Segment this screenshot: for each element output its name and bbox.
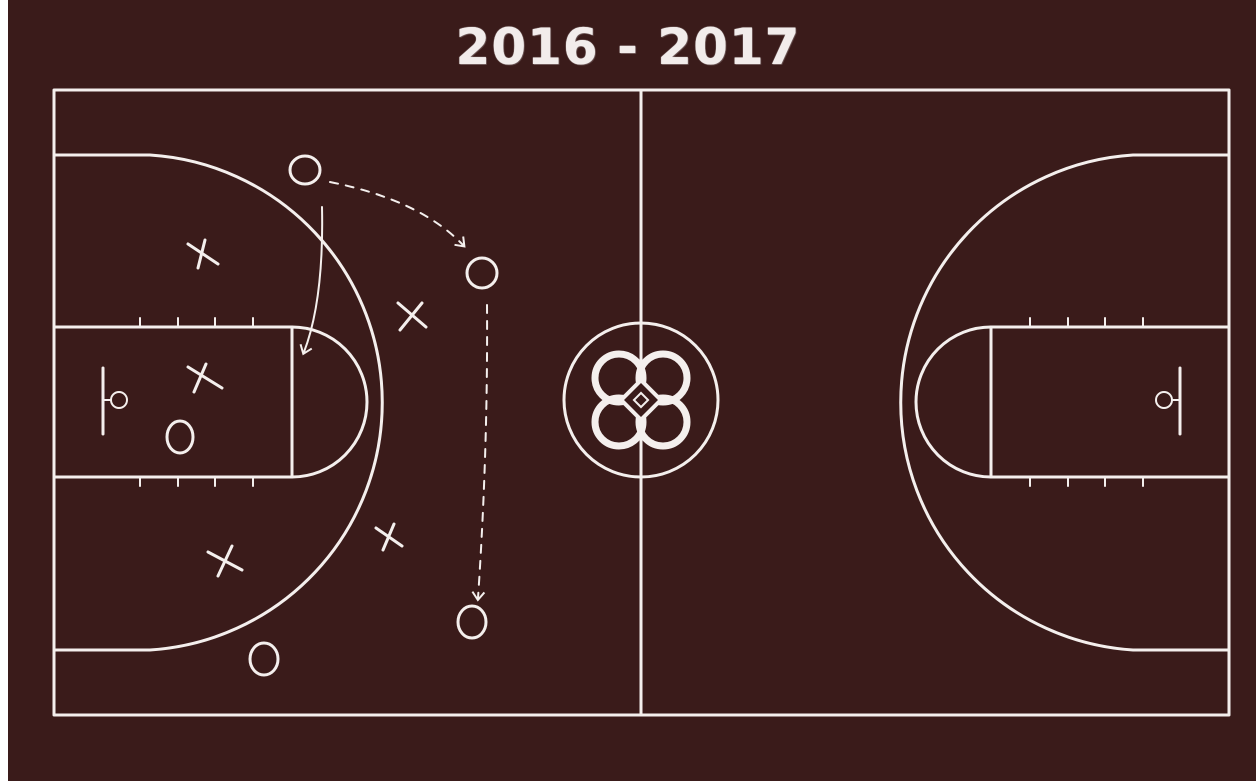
pass-path-arrow: [330, 182, 463, 245]
offense-player-3: [167, 421, 193, 453]
left-key: [54, 327, 292, 477]
offense-player-5: [250, 643, 278, 675]
defense-player-4: [376, 524, 402, 550]
defense-player-1: [188, 240, 218, 268]
offense-player-2: [467, 258, 497, 288]
left-free-throw-circle: [292, 327, 367, 477]
defense-player-2: [398, 303, 426, 330]
right-free-throw-circle: [916, 327, 991, 477]
offense-player-1: [290, 156, 320, 184]
offense-player-4: [458, 606, 486, 638]
right-key: [991, 327, 1229, 477]
right-lane-hashes: [1030, 318, 1143, 486]
defense-player-5: [208, 546, 242, 576]
dribble-path-arrow: [478, 305, 487, 598]
center-logo-icon: [595, 354, 687, 446]
left-lane-hashes: [140, 318, 253, 486]
right-hoop: [1156, 392, 1172, 408]
left-hoop: [111, 392, 127, 408]
defense-player-3: [188, 364, 222, 392]
